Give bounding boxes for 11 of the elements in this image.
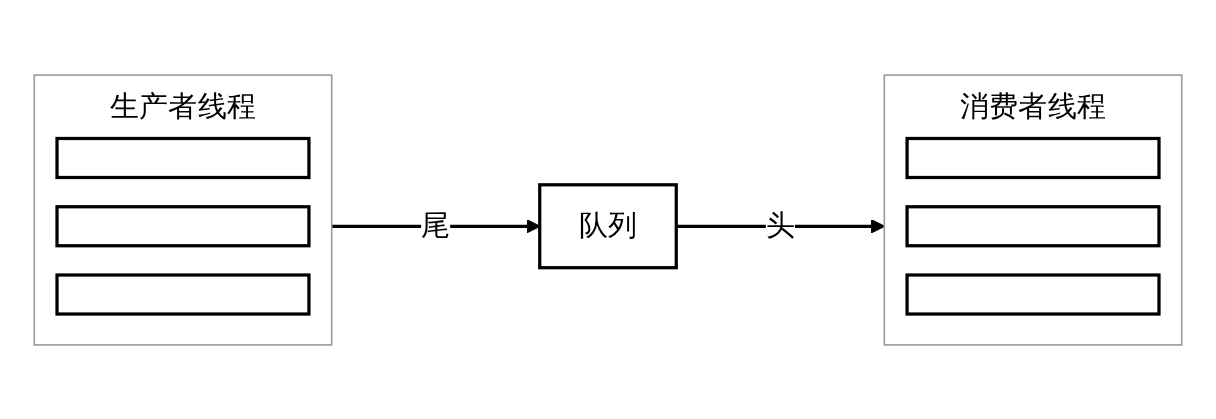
node-box <box>55 204 311 247</box>
node-box <box>905 204 1161 247</box>
node-box <box>905 272 1161 316</box>
node-box <box>905 136 1161 179</box>
edge-label: 尾 <box>421 208 451 242</box>
cluster: 生产者线程 <box>33 73 333 346</box>
node-box <box>55 136 311 179</box>
edge-label: 头 <box>765 208 795 242</box>
cluster: 消费者线程 <box>883 73 1183 346</box>
node-box: 队列 <box>538 182 678 269</box>
node-box <box>55 272 311 316</box>
